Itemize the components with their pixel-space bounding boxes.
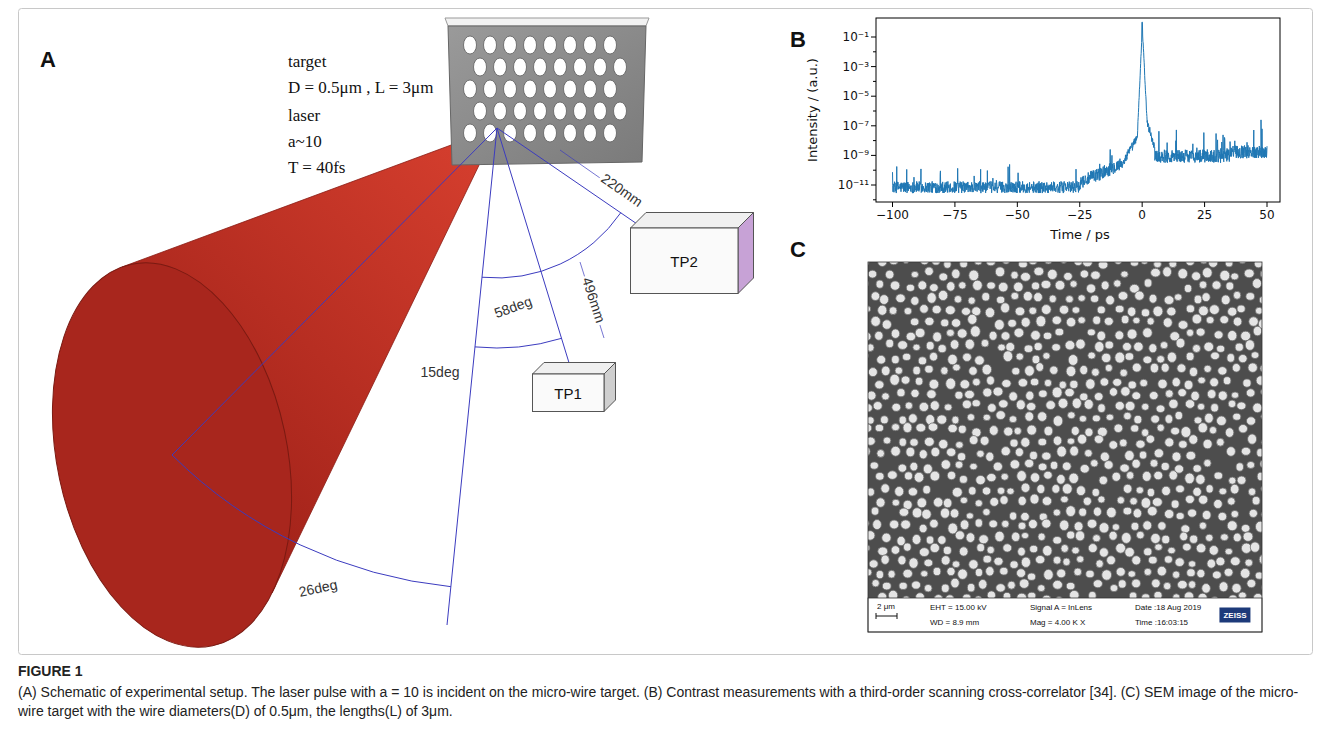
distance-label: 220mm — [597, 169, 648, 211]
tick-label: −75 — [942, 208, 967, 222]
sem-info: Time :16:03:15 — [1135, 618, 1188, 627]
figure-caption: (A) Schematic of experimental setup. The… — [18, 683, 1310, 721]
contrast-plot — [871, 18, 1280, 207]
box-label-group: TP2 — [630, 228, 738, 294]
angle-label: 15deg — [419, 364, 462, 380]
tick-label: 10⁻³ — [843, 60, 869, 74]
micro-wire-target — [445, 18, 649, 165]
geometry-lines — [172, 128, 640, 625]
box-label-group: TP1 — [532, 374, 604, 412]
distance-label: 496mm — [579, 273, 610, 326]
tick-label: 50 — [1259, 208, 1274, 222]
laser-amplitude: a~10 — [288, 132, 322, 152]
tick-label: 10⁻⁹ — [843, 148, 869, 162]
tick-label: −50 — [1005, 208, 1030, 222]
figure-title: FIGURE 1 — [18, 663, 83, 679]
tick-label: 10⁻¹¹ — [838, 178, 869, 192]
sem-info: Mag = 4.00 K X — [1030, 618, 1085, 627]
tick-label: −100 — [876, 208, 909, 222]
scale-bar-label: 2 μm — [877, 602, 895, 611]
sem-info: Signal A = InLens — [1030, 603, 1092, 612]
tick-label: 25 — [1197, 208, 1212, 222]
box-label: TP2 — [670, 253, 698, 270]
target-dimensions: D = 0.5μm , L = 3μm — [288, 78, 433, 98]
sem-image — [858, 255, 1285, 632]
panel-letter: B — [790, 27, 806, 53]
target-label: target — [288, 52, 326, 72]
panel-letter: C — [790, 237, 806, 263]
angle-label: 26deg — [295, 576, 340, 601]
tick-label: 10⁻⁷ — [843, 119, 869, 133]
tick-label: −25 — [1067, 208, 1092, 222]
panel-letter: A — [40, 47, 56, 73]
laser-label: laser — [288, 106, 320, 126]
sem-info: Date :18 Aug 2019 — [1135, 603, 1201, 612]
tick-label: 0 — [1138, 208, 1146, 222]
detector-box: TP1 — [532, 362, 616, 412]
axis-title: Time / ps — [1050, 227, 1109, 242]
tick-label: 10⁻⁵ — [843, 89, 869, 103]
angle-label: 58deg — [490, 292, 536, 322]
brand-logo: ZEISS — [1219, 608, 1250, 623]
tick-label: 10⁻¹ — [843, 30, 869, 44]
sem-info: WD = 8.9 mm — [930, 618, 979, 627]
box-label: TP1 — [554, 385, 582, 402]
pulse-duration: T = 40fs — [288, 158, 345, 178]
axis-title: Intensity / (a.u.) — [805, 58, 820, 162]
sem-info: EHT = 15.00 kV — [930, 603, 987, 612]
detector-box: TP2 — [630, 212, 754, 294]
